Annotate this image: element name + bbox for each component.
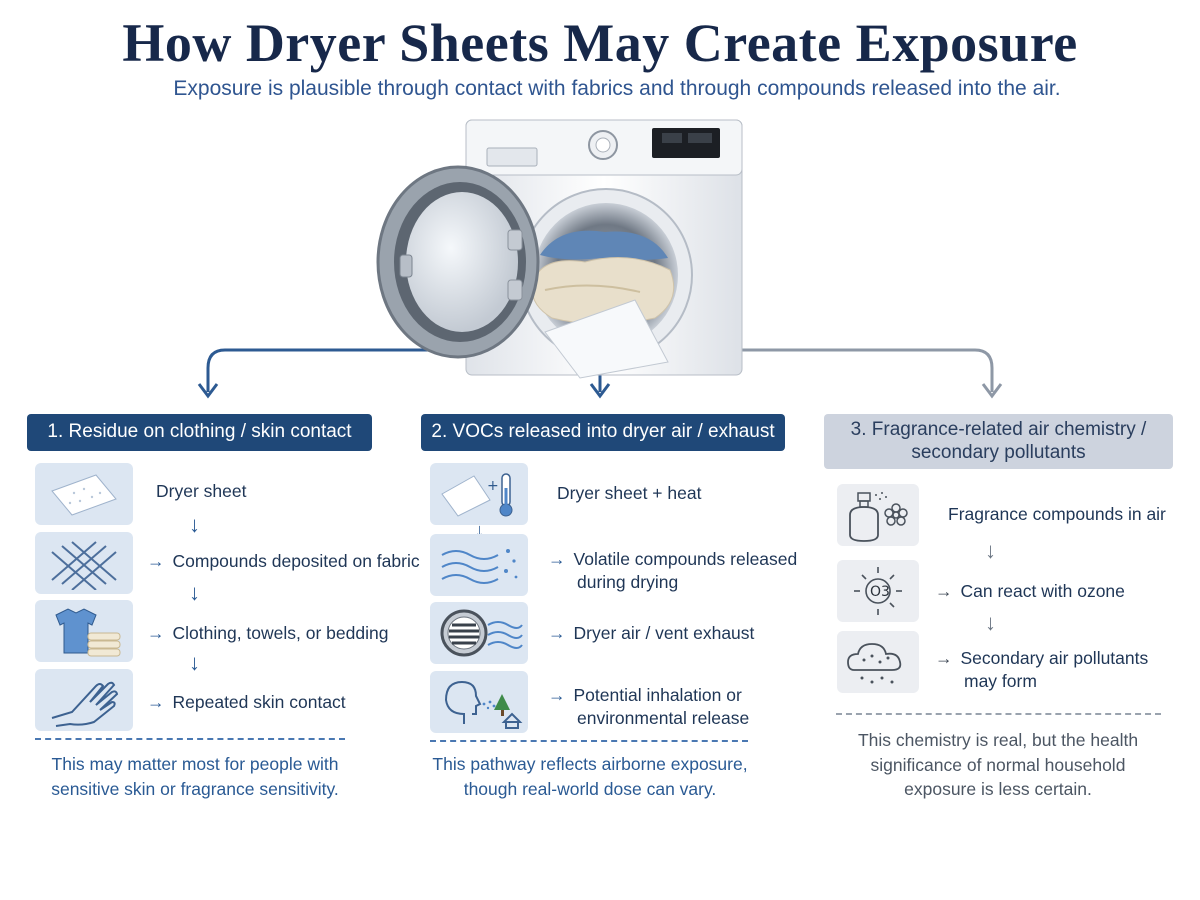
pathway-1-header: 1. Residue on clothing / skin contact: [27, 414, 372, 451]
arrow-down-icon: ↓: [985, 538, 996, 563]
pathway-2-step-4: → Potential inhalation or environmental r…: [548, 684, 749, 730]
pathway-3-step-1: Fragrance compounds in air: [948, 504, 1166, 524]
hand-icon: [35, 669, 133, 731]
pathway-2-step-4-line-1: Potential inhalation or: [573, 685, 742, 705]
cloud-particles-icon: [837, 631, 919, 693]
pathway-3-step-3: → Secondary air pollutants may form: [935, 647, 1148, 693]
dryer-sheet-icon: [35, 463, 133, 525]
pathway-2-step-3-label: Dryer air / vent exhaust: [573, 623, 755, 643]
arrow-down-icon: ↓: [189, 512, 200, 537]
pathway-3-note: This chemistry is real, but the health s…: [823, 728, 1173, 802]
arrow-down-icon: ↓: [985, 610, 996, 635]
pathway-2-step-3: → Dryer air / vent exhaust: [548, 622, 754, 645]
inhalation-icon: [430, 671, 528, 733]
arrow-right-icon: →: [147, 623, 165, 643]
pathway-3-header-line-1: 3. Fragrance-related air chemistry /: [850, 418, 1147, 440]
pathway-3-step-3-line-2: may form: [964, 670, 1037, 691]
pathway-3-step-3-line-1: Secondary air pollutants: [960, 648, 1149, 668]
sheet-thermometer-icon: +: [430, 463, 528, 525]
vapor-icon: [430, 534, 528, 596]
pathway-3-step-2: → Can react with ozone: [935, 580, 1125, 603]
page-title: How Dryer Sheets May Create Exposure: [122, 13, 1078, 73]
pathway-1-step-4: → Repeated skin contact: [147, 691, 346, 714]
pathway-2-note-line-1: This pathway reflects airborne exposure,: [432, 754, 748, 774]
pathway-1-note-line-1: This may matter most for people with: [51, 754, 339, 774]
page-subtitle: Exposure is plausible through contact wi…: [173, 77, 1061, 100]
pathway-3-note-line-2: significance of normal household: [870, 754, 1126, 775]
perfume-icon: [837, 484, 919, 546]
washing-machine-icon: [376, 119, 743, 379]
pathway-1-step-4-label: Repeated skin contact: [172, 692, 346, 712]
arrow-down-icon: ↓: [475, 520, 484, 540]
pathway-2-note-line-2: though real-world dose can vary.: [463, 778, 717, 799]
pathway-2-step-2-line-1: Volatile compounds released: [573, 549, 798, 569]
pathway-2-step-2: → Volatile compounds released during dryi…: [548, 548, 797, 594]
arrow-right-icon: →: [548, 685, 566, 705]
vent-icon: [430, 602, 528, 664]
pathway-2-step-1: Dryer sheet + heat: [557, 483, 702, 503]
pathway-1-step-3-label: Clothing, towels, or bedding: [172, 623, 389, 643]
pathway-1-step-2: → Compounds deposited on fabric: [147, 550, 420, 573]
pathway-3-note-line-3: exposure is less certain.: [904, 779, 1092, 799]
pathway-1-step-1: Dryer sheet: [156, 481, 247, 501]
pathway-2-note: This pathway reflects airborne exposure,…: [420, 752, 760, 801]
arrow-right-icon: →: [548, 549, 566, 569]
pathway-3-header: 3. Fragrance-related air chemistry / sec…: [824, 414, 1173, 469]
arrow-down-icon: ↓: [189, 650, 200, 675]
arrow-right-icon: →: [147, 692, 165, 712]
arrow-right-icon: →: [548, 623, 566, 643]
arrow-down-icon: ↓: [189, 580, 200, 605]
connector-arrows: [197, 348, 1003, 399]
pathway-1-note-line-2: sensitive skin or fragrance sensitivity.: [51, 778, 339, 799]
pathway-2-header: 2. VOCs released into dryer air / exhaus…: [421, 414, 785, 451]
arrow-right-icon: →: [147, 551, 165, 571]
arrow-right-icon: →: [935, 581, 953, 601]
pathway-3-header-line-2: secondary pollutants: [911, 441, 1086, 463]
pathway-1-step-3: → Clothing, towels, or bedding: [147, 622, 388, 645]
svg-text:+: +: [487, 478, 499, 494]
pathway-2-divider: [430, 740, 748, 742]
fabric-weave-icon: [35, 532, 133, 594]
pathway-2-step-4-line-2: environmental release: [577, 707, 750, 728]
pathway-1-divider: [35, 738, 345, 740]
clothing-stack-icon: [35, 600, 133, 662]
ozone-label: O3: [870, 584, 890, 600]
pathway-2-step-2-line-2: during drying: [577, 571, 679, 592]
pathway-3-step-2-label: Can react with ozone: [960, 581, 1125, 601]
pathway-1-step-2-label: Compounds deposited on fabric: [172, 551, 420, 571]
pathway-1-note: This may matter most for people with sen…: [30, 752, 360, 801]
arrow-right-icon: →: [935, 648, 953, 668]
ozone-icon: O3: [837, 560, 919, 622]
pathway-3-note-line-1: This chemistry is real, but the health: [857, 730, 1139, 750]
pathway-3-divider: [836, 713, 1161, 715]
